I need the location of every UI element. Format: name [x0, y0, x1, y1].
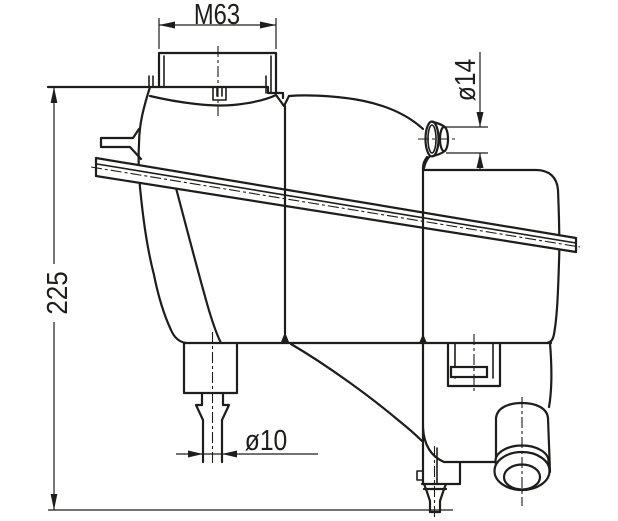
mounting-rail [94, 156, 578, 254]
rail-centerline [90, 166, 581, 248]
underside-contour [289, 342, 424, 443]
rail-inner-edge [96, 163, 577, 244]
rail-end-caps [94, 156, 578, 254]
chamber-seams [281, 104, 427, 486]
thread-arrow-right [260, 21, 276, 29]
upper-port [422, 120, 450, 170]
dimension-height: 225 [41, 86, 453, 511]
port-tube-walls [431, 120, 447, 158]
outlet-block [182, 341, 239, 395]
right-drain-nipple [422, 482, 448, 514]
dim-height-label: 225 [41, 271, 74, 315]
mounting-lug [99, 127, 143, 161]
neck-inner-walls [163, 55, 272, 94]
port-extension-lines [446, 126, 488, 154]
neck-vent-tab [212, 86, 227, 101]
neck-base-flange [148, 75, 267, 94]
right-chamber-outline [421, 155, 561, 345]
lower-right-edge [547, 341, 553, 409]
outlet-arrow-right [222, 450, 237, 458]
dimension-thread: M63 [158, 0, 277, 49]
dim-thread-label: M63 [194, 0, 240, 31]
filler-neck [148, 51, 278, 101]
rail-top-edge [94, 156, 578, 240]
lower-body [182, 341, 553, 514]
outlet-lower-stem [201, 418, 224, 464]
foot-outline [420, 426, 499, 486]
port-body-blend [422, 154, 432, 170]
outlet-upper-stem [200, 391, 225, 407]
dim-upper-port-label: ø14 [449, 59, 481, 101]
tank-left-edge [137, 85, 188, 345]
tank-shoulder-contour [287, 94, 425, 131]
clip-detail [446, 342, 502, 388]
port-arrow-top [476, 112, 484, 127]
tank-top-edge [46, 85, 285, 100]
clip-outline [446, 342, 502, 388]
clip-bar [449, 365, 489, 379]
centerlines [90, 46, 581, 518]
dim-outlet-label: ø10 [245, 424, 287, 456]
tank-internal-seam [174, 186, 223, 345]
tank-body-outline [46, 85, 561, 345]
foot-tab [416, 470, 424, 481]
divider-seam-arrow [419, 334, 427, 343]
height-arrow-top [50, 87, 58, 103]
outlet-barb [194, 403, 231, 422]
rail-bottom-edge [94, 174, 578, 254]
mounting-rail-face [96, 158, 576, 252]
thread-extension-lines [158, 18, 277, 49]
center-seam-arrow [281, 332, 289, 342]
dimension-bottom-outlet: ø10 [176, 424, 318, 458]
thread-arrow-left [159, 21, 175, 29]
outlet-arrow-left [188, 450, 203, 458]
dimension-upper-port: ø14 [446, 52, 488, 171]
tank-upper-contour [148, 93, 291, 108]
height-arrow-bottom [50, 494, 58, 510]
port-arrow-bottom [476, 153, 484, 168]
